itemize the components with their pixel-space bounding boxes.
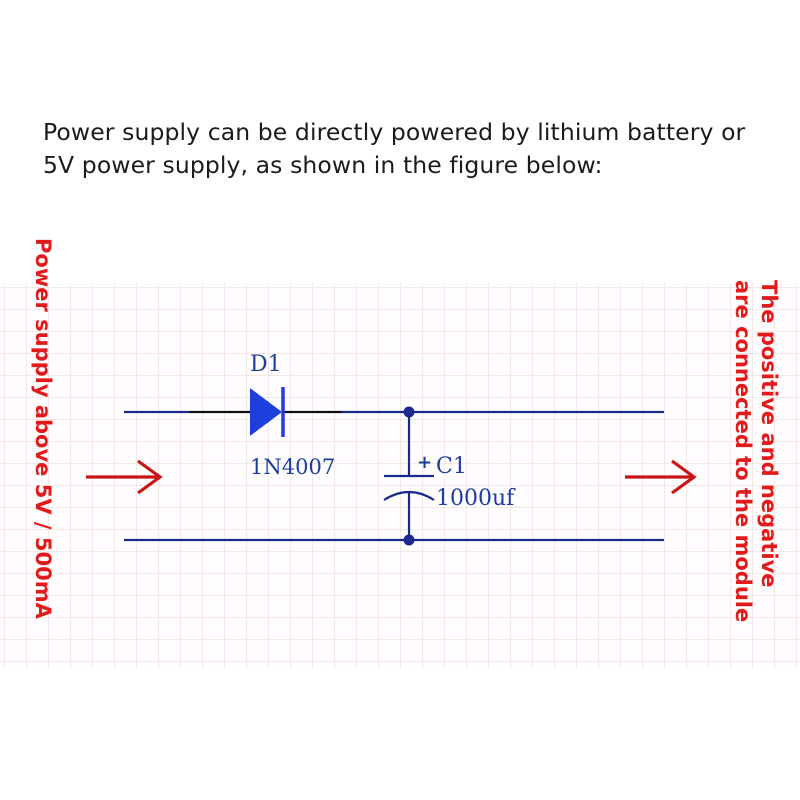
diode-symbol: [250, 388, 282, 436]
diode-part-label: 1N4007: [250, 455, 336, 479]
output-arrow: [625, 459, 697, 495]
input-arrow: [86, 459, 163, 495]
intro-text: Power supply can be directly powered by …: [43, 118, 746, 179]
output-annotation-line-2: are connected to the module: [731, 280, 755, 623]
output-annotation: The positive and negative are connected …: [722, 280, 782, 622]
output-annotation-line-1: The positive and negative: [757, 280, 781, 588]
junction-bottom: [403, 534, 415, 546]
input-annotation: Power supply above 5V / 500mA: [31, 238, 55, 619]
capacitor-value-label: 1000uf: [436, 486, 515, 511]
diode-ref-label: D1: [250, 352, 282, 377]
capacitor-ref-label: C1: [436, 454, 467, 479]
junction-top: [403, 406, 415, 418]
capacitor-polarity-label: +: [417, 452, 433, 473]
